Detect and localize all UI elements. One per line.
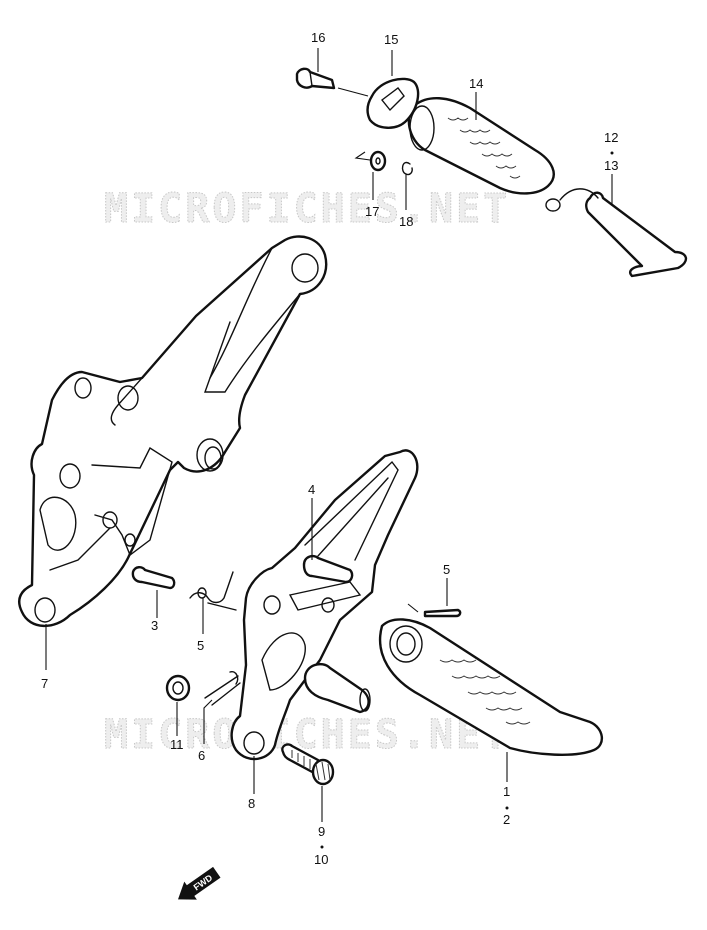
callout-2: 2 [503, 812, 510, 827]
spring-pin [204, 671, 241, 706]
rear-footrest-pin [545, 188, 688, 278]
rear-footrest-rubber [407, 97, 555, 195]
callout-10: 10 [314, 852, 328, 867]
callout-dot-9-10 [320, 845, 324, 849]
e-clip [401, 161, 413, 176]
callout-11: 11 [170, 737, 184, 752]
callout-5-rear: 5 [197, 638, 204, 653]
rear-washer [366, 77, 420, 129]
callout-18: 18 [399, 214, 413, 229]
front-footrest-rubber [378, 618, 603, 756]
callout-5-front: 5 [443, 562, 450, 577]
pivot-shaft [303, 663, 371, 714]
callout-3: 3 [151, 618, 158, 633]
rear-footrest-bracket [18, 235, 328, 628]
callout-dot-12-13 [610, 151, 614, 155]
rear-bolt [295, 67, 336, 90]
cotter-pin-front [423, 608, 462, 618]
watermark-bottom: MICROFICHES.NET [104, 712, 510, 758]
callout-dot-1-2 [505, 806, 509, 810]
leader-lines [45, 48, 613, 822]
small-washer [369, 150, 387, 172]
forward-arrow-icon: FWD [177, 866, 221, 900]
callout-9: 9 [318, 824, 325, 839]
spring [189, 571, 237, 611]
front-bolt [281, 743, 335, 786]
watermark-top: MICROFICHES.NET [104, 186, 510, 232]
callout-16: 16 [311, 30, 325, 45]
callout-8: 8 [248, 796, 255, 811]
rear-pin [131, 566, 176, 590]
front-footrest-bracket [230, 449, 419, 761]
callout-13: 13 [604, 158, 618, 173]
callout-7: 7 [41, 676, 48, 691]
callout-12: 12 [604, 130, 618, 145]
callout-17: 17 [365, 204, 379, 219]
front-pin [302, 554, 354, 584]
rubber-cap [165, 674, 191, 702]
callout-6: 6 [198, 748, 205, 763]
callout-15: 15 [384, 32, 398, 47]
callout-4: 4 [308, 482, 315, 497]
callout-1: 1 [503, 784, 510, 799]
callout-labels: 16 15 14 12 13 17 18 4 5 3 5 7 11 6 8 1 … [41, 30, 618, 867]
callout-14: 14 [469, 76, 483, 91]
